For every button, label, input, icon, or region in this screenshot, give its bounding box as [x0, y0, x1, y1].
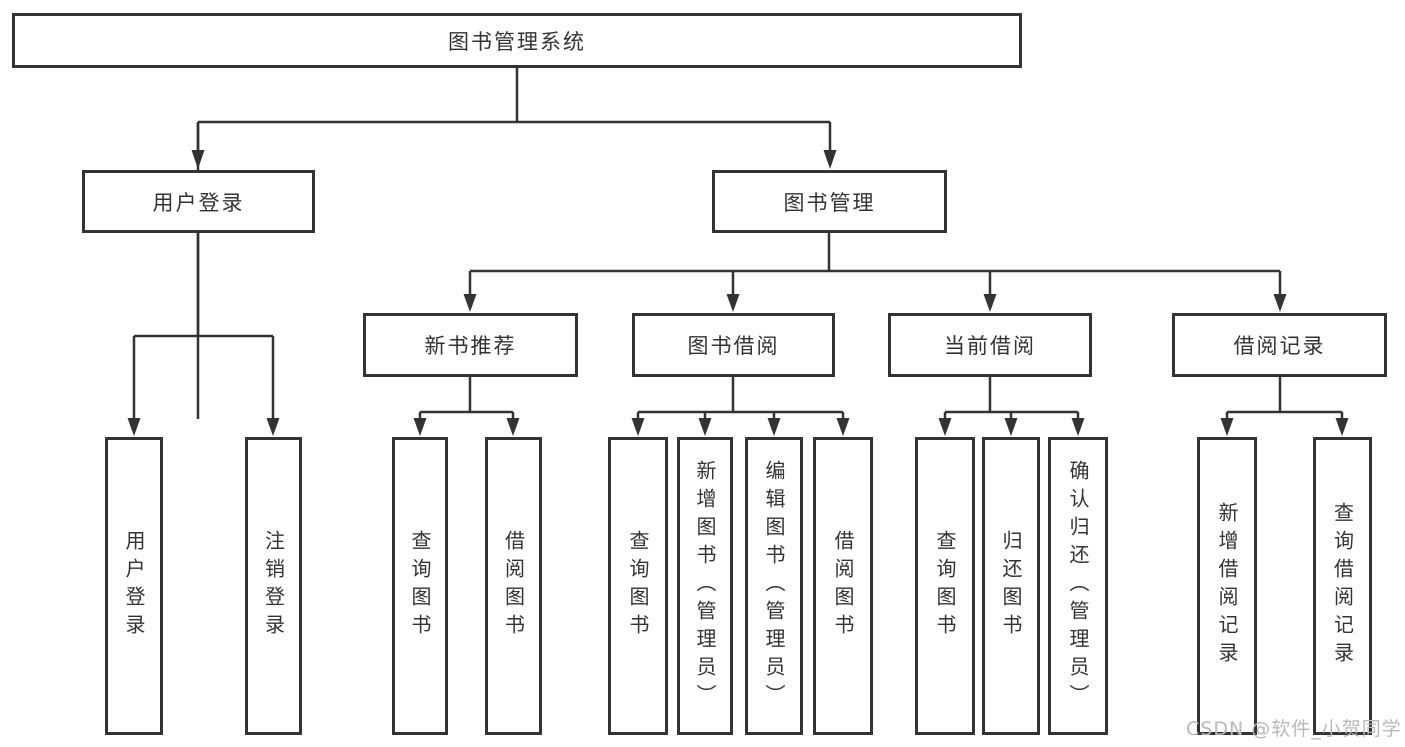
leaf-query-books-current: 查询图书: [915, 437, 975, 735]
leaf-user-login: 用户登录: [105, 437, 163, 735]
leaf-query-borrow-record: 查询借阅记录: [1313, 437, 1372, 735]
leaf-label: 借阅图书: [501, 530, 526, 642]
leaf-label: 新增借阅记录: [1215, 502, 1239, 670]
leaf-label: 借阅图书: [831, 530, 855, 642]
node-label: 图书管理系统: [448, 29, 586, 54]
node-label: 用户登录: [152, 190, 245, 215]
leaf-label: 查询图书: [933, 530, 957, 642]
leaf-borrow-books: 借阅图书: [813, 437, 873, 735]
node-book-borrowing: 图书借阅: [632, 313, 835, 377]
leaf-label: 注销登录: [261, 530, 286, 642]
node-label: 当前借阅: [944, 334, 1036, 358]
node-label: 新书推荐: [424, 334, 517, 358]
leaf-edit-books-admin: 编辑图书（管理员）: [745, 437, 803, 735]
node-library-management-system: 图书管理系统: [12, 13, 1022, 68]
csdn-watermark: CSDN @软件_小贺同学: [1186, 718, 1402, 740]
leaf-add-books-admin: 新增图书（管理员）: [677, 437, 733, 735]
leaf-label: 用户登录: [122, 530, 146, 642]
node-user-login: 用户登录: [82, 170, 315, 233]
leaf-confirm-return-admin: 确认归还（管理员）: [1048, 437, 1108, 735]
leaf-query-books-recommend: 查询图书: [392, 437, 448, 735]
leaf-label: 确认归还（管理员）: [1066, 460, 1090, 712]
arrowheads: [127, 150, 1349, 436]
leaf-borrow-books-recommend: 借阅图书: [485, 437, 542, 735]
leaf-logout: 注销登录: [245, 437, 302, 735]
leaf-label: 查询图书: [408, 530, 432, 642]
leaf-add-borrow-record: 新增借阅记录: [1197, 437, 1257, 735]
node-new-book-recommend: 新书推荐: [363, 313, 578, 377]
leaf-label: 查询借阅记录: [1330, 502, 1355, 670]
node-label: 图书借阅: [687, 334, 780, 358]
node-book-management: 图书管理: [712, 170, 947, 233]
leaf-label: 编辑图书（管理员）: [762, 460, 786, 712]
node-label: 图书管理: [783, 190, 876, 215]
node-current-borrowing: 当前借阅: [888, 313, 1092, 377]
leaf-return-books: 归还图书: [982, 437, 1040, 735]
node-label: 借阅记录: [1233, 334, 1326, 358]
leaf-query-books-borrowing: 查询图书: [608, 437, 668, 735]
node-borrow-records: 借阅记录: [1172, 313, 1387, 377]
leaf-label: 归还图书: [999, 530, 1023, 642]
leaf-label: 新增图书（管理员）: [693, 460, 717, 712]
leaf-label: 查询图书: [626, 530, 650, 642]
